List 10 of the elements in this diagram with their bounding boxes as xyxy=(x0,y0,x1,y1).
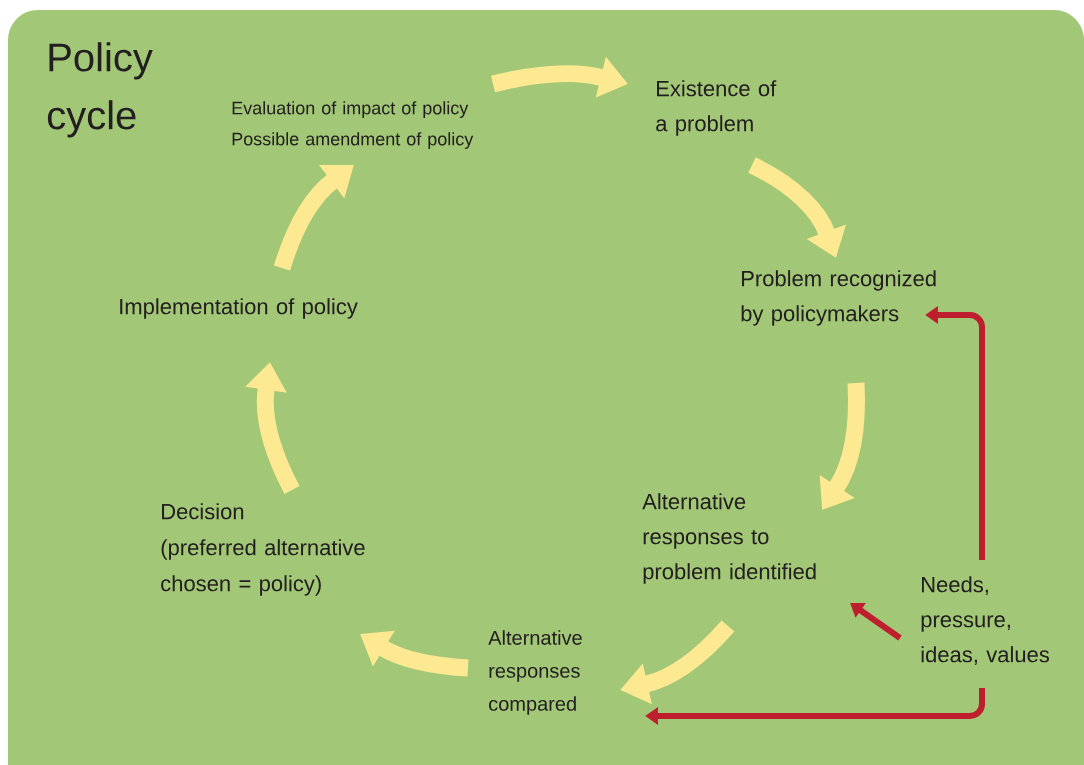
text-label: Alternative responses to problem identified xyxy=(642,493,816,584)
text-label: Problem recognized by policymakers xyxy=(741,270,936,326)
text-label: Alternative responses compared xyxy=(488,630,582,715)
text-label: Decision (preferred alternative chosen = policy) xyxy=(161,503,365,596)
text-label: Implementation of policy xyxy=(120,298,358,319)
arrow xyxy=(850,603,902,641)
text-label: Needs, pressure, ideas, values xyxy=(921,576,1049,665)
title: Policy cycle xyxy=(47,42,153,138)
text-label: Existence of a problem xyxy=(656,80,777,136)
text-label: Evaluation of impact of policy Possible amendment of policy xyxy=(232,101,474,149)
